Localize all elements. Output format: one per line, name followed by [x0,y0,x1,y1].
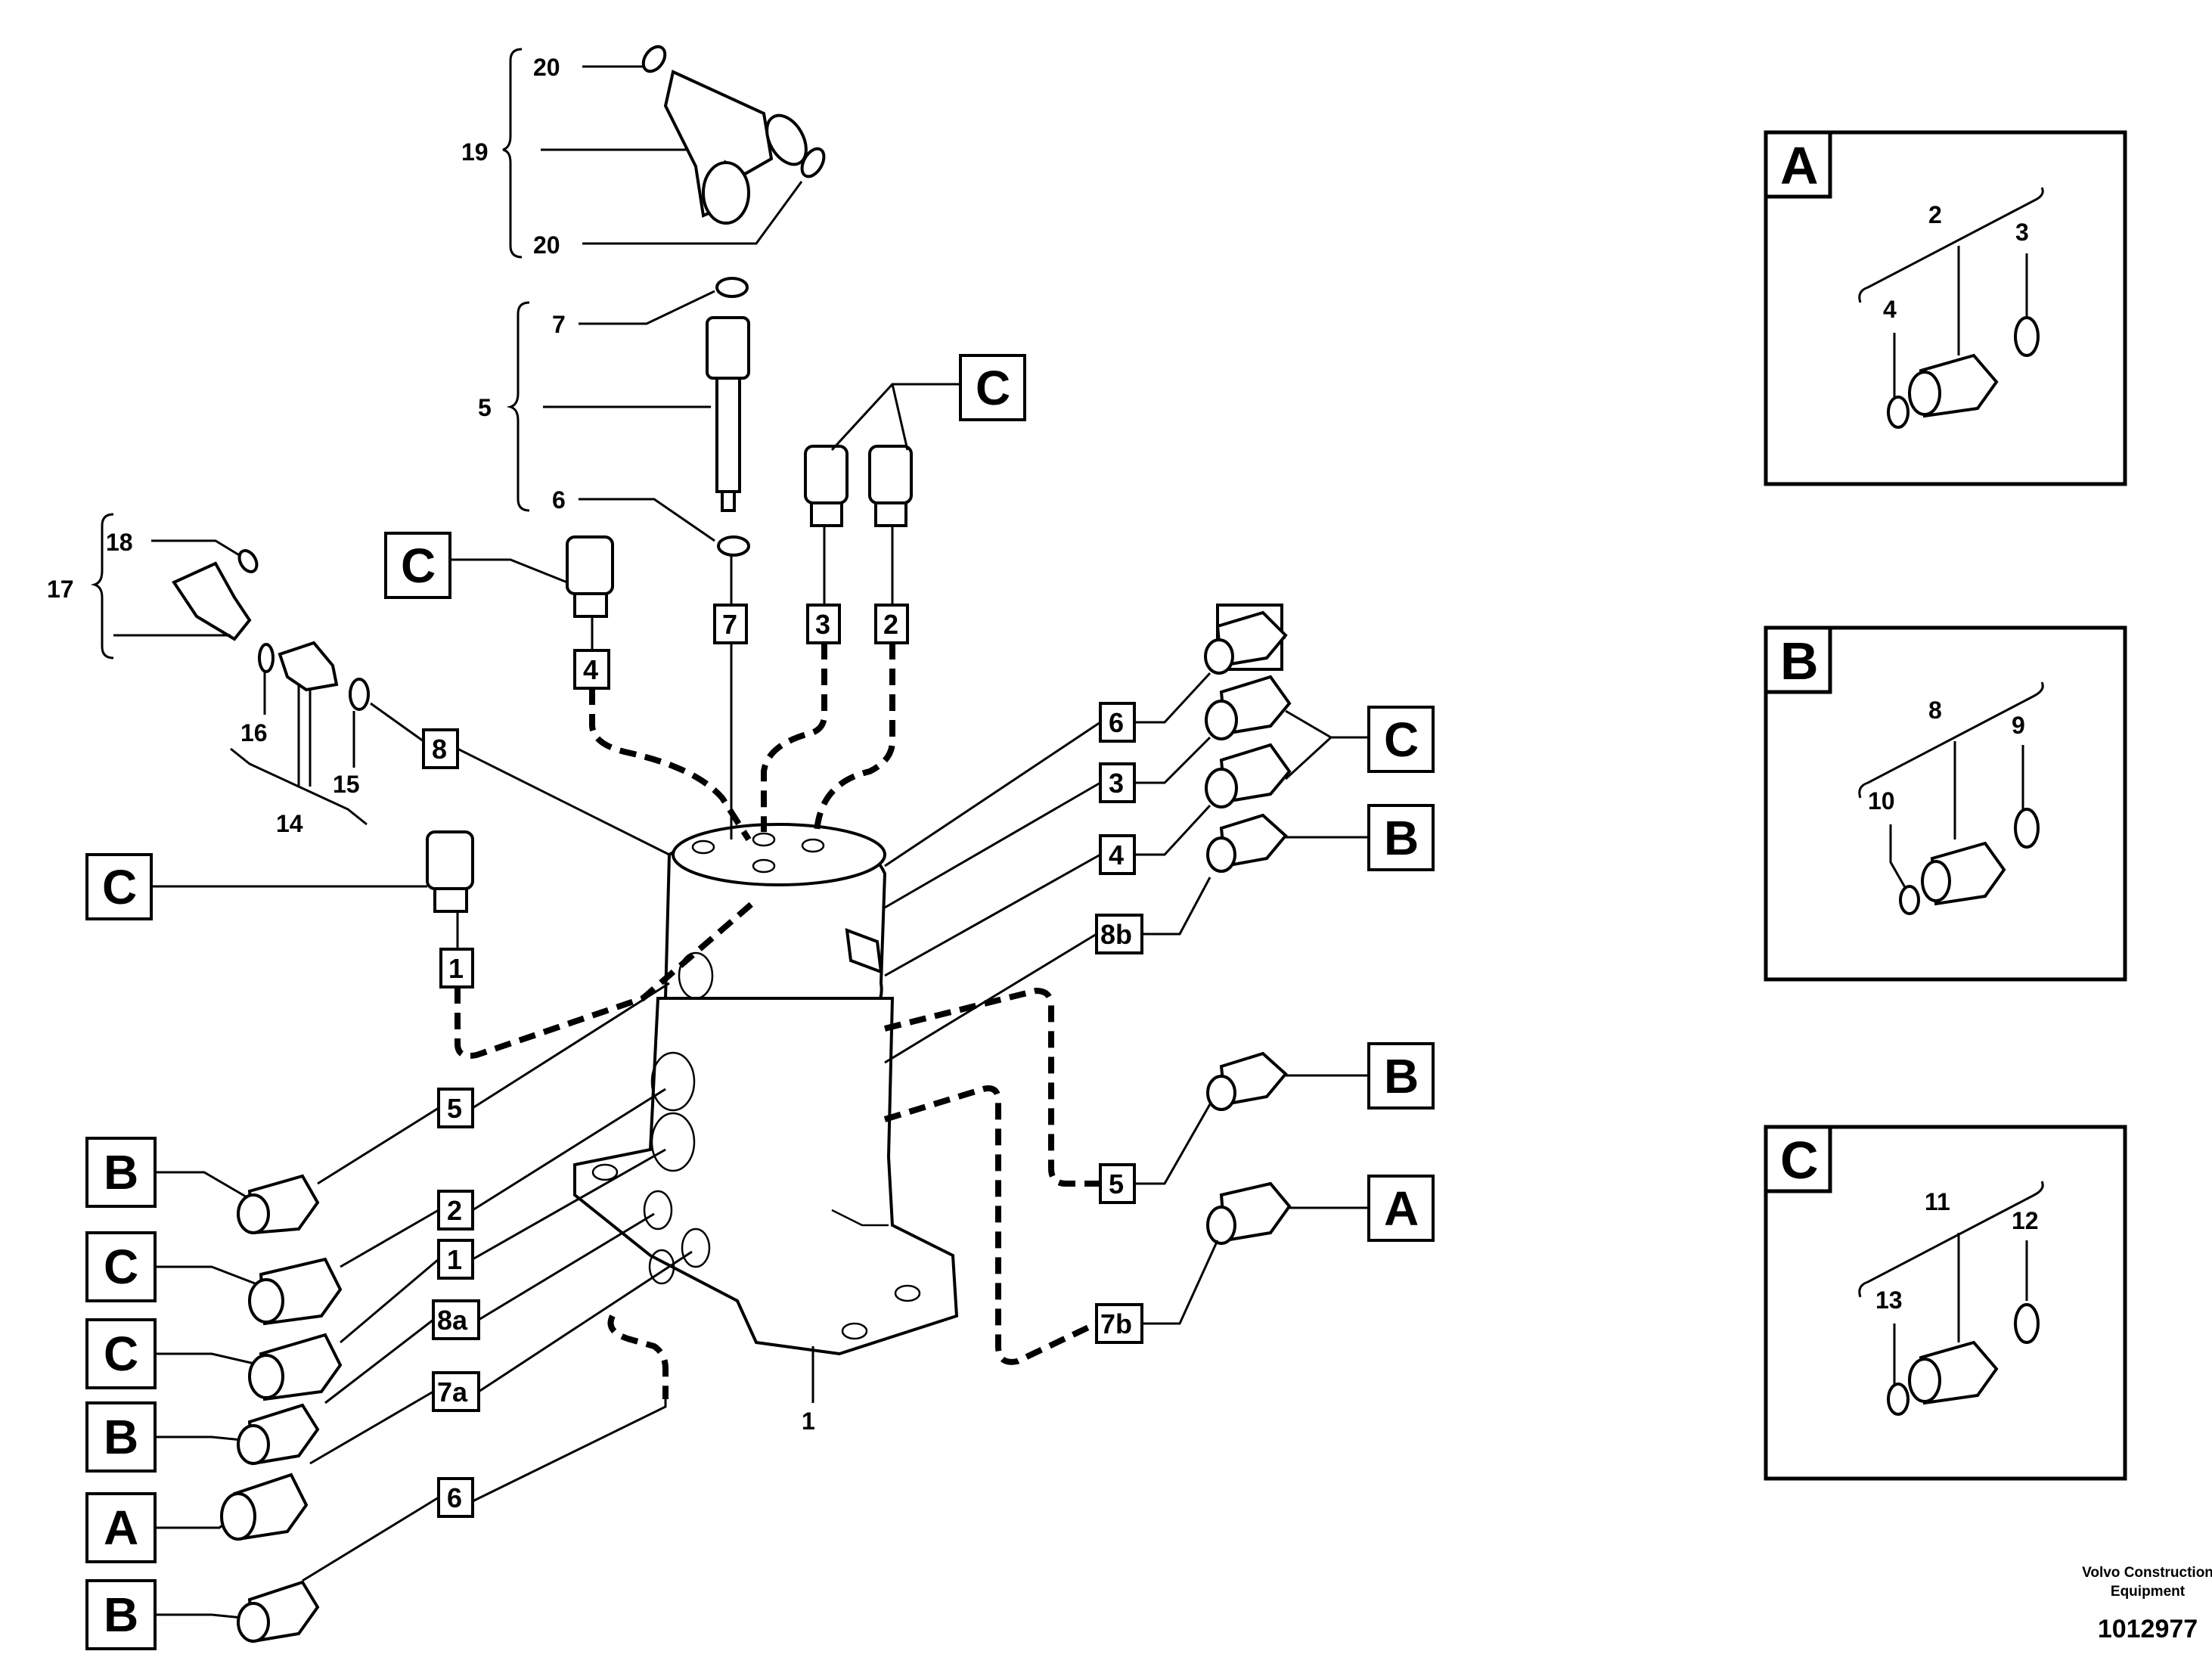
port-box-4-right: 4 [1109,840,1124,871]
port-box-2-left: 2 [447,1195,462,1226]
panel-b-callout-9: 9 [2012,712,2025,739]
port-box-8a: 8a [437,1305,468,1336]
adapter-assembly-5: 7 5 6 [478,277,750,557]
callout-20-bottom: 20 [533,231,560,259]
callout-7-oring: 7 [552,311,566,338]
detail-panel-a: A 2 3 4 [1764,130,2127,486]
fitting-letter-box-left-c2 [85,1318,157,1389]
port-box-7a: 7a [437,1376,468,1407]
panel-a-letter: A [1780,136,1819,195]
callout-16: 16 [240,719,268,746]
detail-panel-c: C 11 12 13 [1764,1125,2127,1481]
letter-right-b3: B [1384,1049,1419,1103]
letter-left-c2: C [104,1327,138,1381]
callout-6-oring: 6 [552,486,566,514]
fitting-letter-box-left-c1 [384,532,451,599]
fitting-letter-box-left-b2 [85,1401,157,1473]
panel-c-letter: C [1780,1131,1819,1190]
letter-left-c2: C [102,860,137,914]
panel-a-callout-3: 3 [2015,219,2029,246]
panel-a-callout-2: 2 [1928,201,1942,228]
port-box-7b: 7b [1100,1308,1132,1339]
fitting-letter-box-right-c [1367,706,1435,773]
tee-fitting-assembly-19: 20 19 20 [461,45,826,259]
letter-right-c: C [1384,712,1419,767]
port-box-4-top: 4 [583,654,598,685]
letter-left-b1: B [104,1145,138,1200]
callout-5: 5 [478,394,492,421]
panel-b-callout-8: 8 [1928,697,1942,724]
port-box-8b: 8b [1100,919,1132,950]
left-fittings: B C C B A B [85,1137,343,1650]
right-fittings: B C B B A [1204,604,1435,1245]
panel-b-callout-10: 10 [1868,787,1895,815]
panel-c-callout-11: 11 [1925,1188,1950,1215]
port-box-5-left: 5 [447,1093,462,1124]
callout-18: 18 [106,529,133,556]
port-box-6-right: 6 [1109,707,1124,738]
footer-brand: Volvo Construction Equipment 1012977 [2082,1565,2212,1643]
letter-left-c1: C [401,538,436,593]
callout-17: 17 [47,576,74,603]
fitting-letter-box-right-a [1367,1175,1435,1242]
port-box-7: 7 [722,609,737,640]
callout-1-body: 1 [802,1407,815,1435]
swivel-joint-body-1: 1 [573,823,959,1435]
brand-line-2: Equipment [2111,1584,2186,1600]
fitting-letter-box-left-b1 [85,1137,157,1208]
letter-left-b3: B [104,1587,138,1642]
callout-14: 14 [276,810,303,837]
port-box-6-left: 6 [447,1482,462,1513]
callout-15: 15 [333,771,360,798]
top-port-boxes: 7 3 2 4 8 1 [370,526,909,1059]
letter-top-c: C [976,361,1010,415]
letter-left-c1: C [104,1240,138,1294]
port-box-1-left: 1 [447,1244,462,1275]
panel-a-callout-4: 4 [1883,296,1897,323]
panel-c-callout-13: 13 [1875,1286,1903,1314]
port-box-3-top: 3 [815,609,830,640]
letter-left-a: A [104,1501,138,1555]
fitting-letter-box-left-b3 [85,1579,157,1650]
drawing-code: 1012977 [2098,1615,2198,1643]
port-box-2-top: 2 [883,609,898,640]
fitting-letter-box-top-c [959,354,1026,421]
callout-20-top: 20 [533,54,560,81]
panel-c-callout-12: 12 [2012,1207,2039,1234]
letter-right-a: A [1384,1181,1419,1236]
left-c-fittings: C C [85,532,614,920]
port-box-1-top: 1 [448,953,464,984]
callout-19: 19 [461,138,489,166]
right-port-boxes: 6 3 4 8b 5 7b [883,672,1219,1365]
brand-line-1: Volvo Construction [2082,1565,2212,1581]
detail-panel-b: B 8 9 10 [1764,625,2127,982]
port-box-8: 8 [432,734,447,765]
letter-right-b2: B [1384,811,1419,865]
panel-b-letter: B [1780,632,1819,691]
letter-left-b2: B [104,1410,138,1464]
elbow-assembly-17: 18 17 16 15 14 [47,513,370,837]
port-box-3-right: 3 [1109,768,1124,799]
left-port-boxes: 5 2 1 8a 7a 6 [302,982,693,1582]
upper-c-fittings: C [804,354,1026,527]
port-box-5-right: 5 [1109,1168,1124,1200]
